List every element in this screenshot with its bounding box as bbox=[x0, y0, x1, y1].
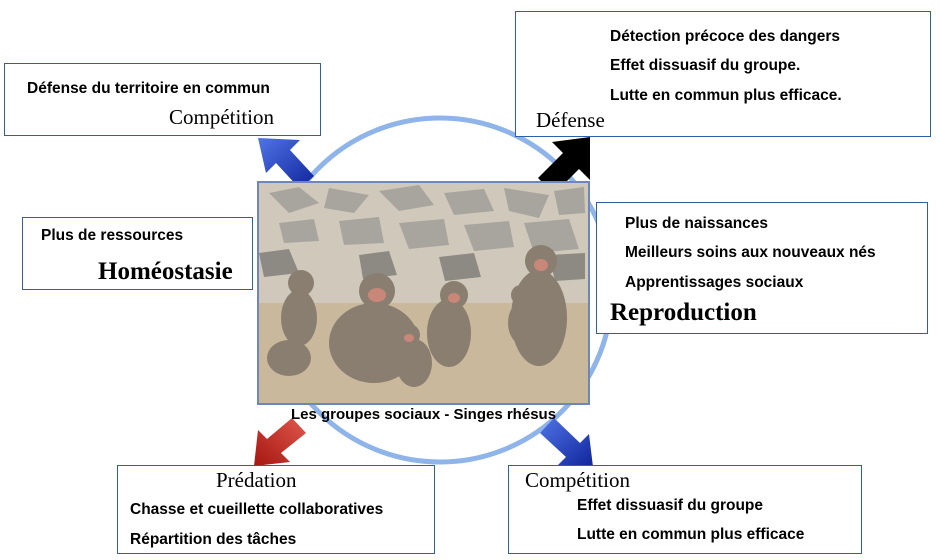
arrow-to-predation bbox=[254, 418, 306, 466]
monkeys-photo bbox=[257, 181, 590, 405]
box-line: Effet dissuasif du groupe. bbox=[610, 57, 801, 74]
box-line: Détection précoce des dangers bbox=[610, 28, 840, 45]
box-line: Apprentissages sociaux bbox=[625, 274, 804, 291]
box-title: Prédation bbox=[216, 468, 297, 492]
arrow-to-defense bbox=[538, 137, 590, 194]
box-line: Lutte en commun plus efficace. bbox=[610, 87, 842, 104]
box-reproduction: Plus de naissances Meilleurs soins aux n… bbox=[596, 202, 928, 334]
box-title: Compétition bbox=[525, 468, 630, 492]
box-title: Compétition bbox=[169, 105, 274, 129]
box-title: Reproduction bbox=[610, 299, 757, 326]
box-line: Plus de naissances bbox=[625, 215, 769, 232]
box-line: Répartition des tâches bbox=[130, 531, 297, 548]
box-line: Défense du territoire en commun bbox=[27, 80, 270, 97]
box-title: Défense bbox=[536, 108, 605, 132]
box-competition-bottom: Compétition Effet dissuasif du groupe Lu… bbox=[508, 465, 862, 554]
box-competition-top: Défense du territoire en commun Compétit… bbox=[4, 63, 321, 136]
box-homeostasie: Plus de ressources Homéostasie bbox=[22, 217, 253, 290]
arrow-to-competition-top bbox=[258, 138, 314, 189]
box-line: Chasse et cueillette collaboratives bbox=[130, 501, 384, 518]
box-line: Effet dissuasif du groupe bbox=[577, 497, 764, 514]
box-line: Meilleurs soins aux nouveaux nés bbox=[625, 244, 876, 261]
photo-caption: Les groupes sociaux - Singes rhésus bbox=[290, 406, 557, 423]
box-line: Plus de ressources bbox=[41, 227, 184, 244]
box-predation: Prédation Chasse et cueillette collabora… bbox=[117, 465, 435, 554]
arrow-to-competition-bottom bbox=[540, 418, 593, 467]
box-line: Lutte en commun plus efficace bbox=[577, 526, 805, 543]
box-title: Homéostasie bbox=[98, 258, 233, 285]
box-defense: Détection précoce des dangers Effet diss… bbox=[515, 11, 931, 137]
